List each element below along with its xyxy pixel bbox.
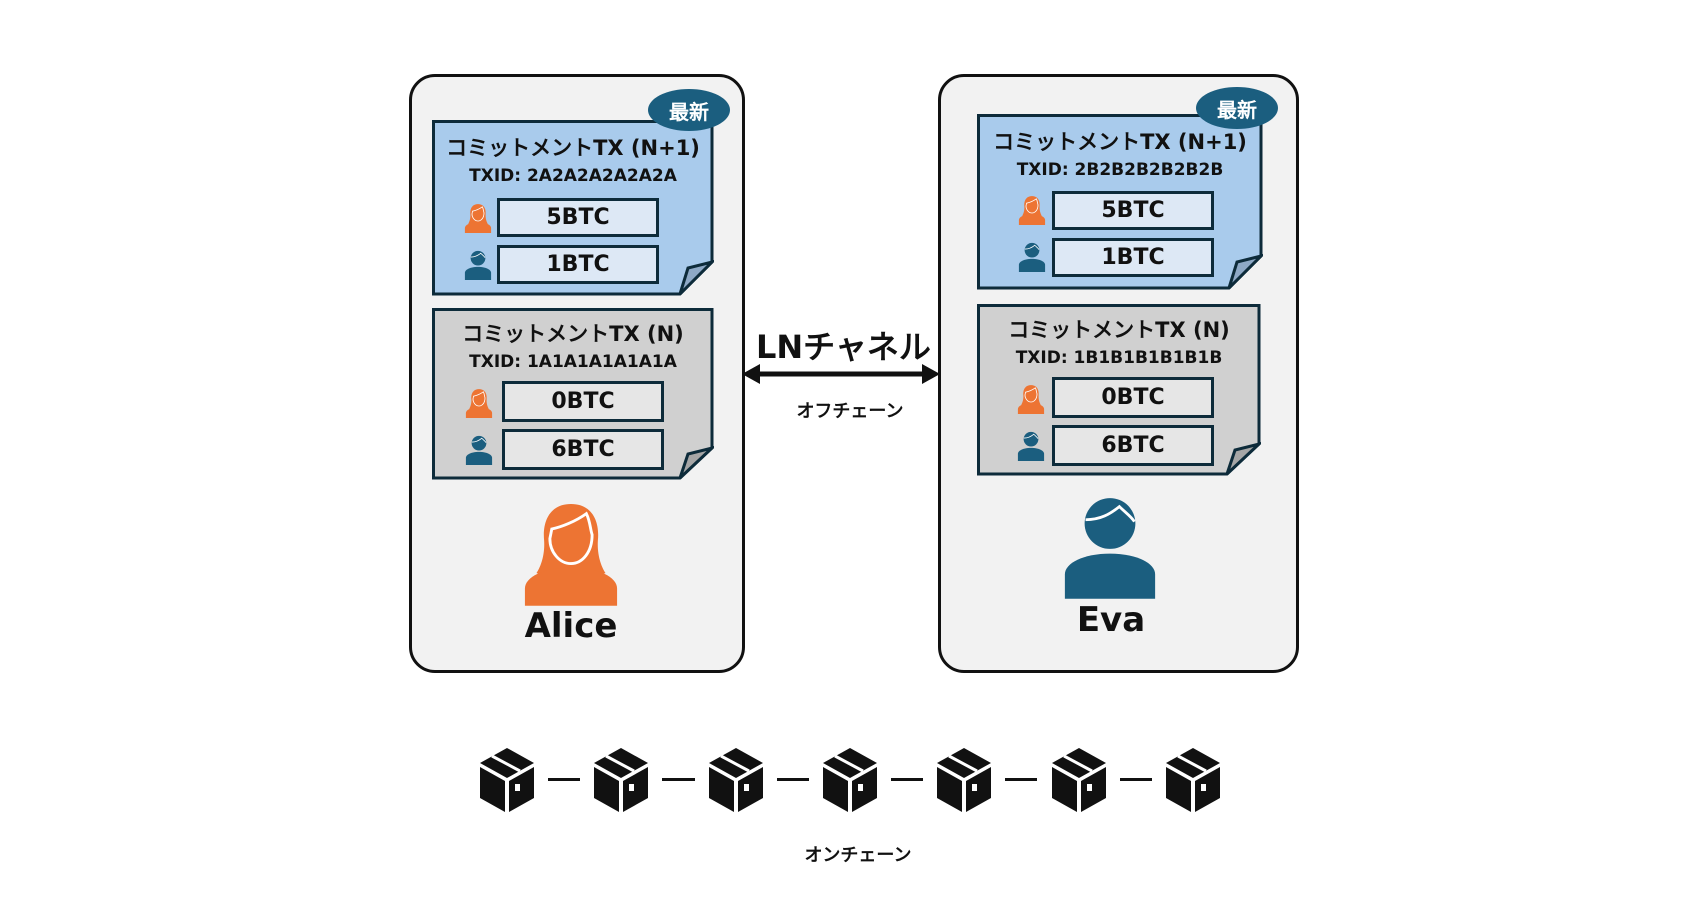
commitment-txid: TXID: 1A1A1A1A1A1A xyxy=(469,352,677,372)
female-user-icon xyxy=(464,203,492,233)
onchain-label: オンチェーン xyxy=(804,845,912,866)
latest-badge: 最新 xyxy=(1196,87,1278,129)
output-amount-alice: 5BTC xyxy=(497,198,659,237)
chain-link xyxy=(776,778,809,781)
bidirectional-arrow-icon xyxy=(742,364,940,384)
latest-badge: 最新 xyxy=(648,89,730,131)
male-user-icon xyxy=(1063,495,1157,599)
chain-link xyxy=(662,778,695,781)
male-user-icon xyxy=(465,435,493,465)
party-name-alice: Alice xyxy=(524,606,618,646)
alice-commitment-old[interactable]: コミットメントTX (N) TXID: 1A1A1A1A1A1A 0BTC 6B… xyxy=(432,308,714,480)
commitment-title: コミットメントTX (N+1) xyxy=(993,130,1247,154)
female-user-icon xyxy=(1017,384,1045,414)
female-user-icon xyxy=(523,499,619,607)
commitment-title: コミットメントTX (N+1) xyxy=(446,136,700,160)
commitment-txid: TXID: 2B2B2B2B2B2B xyxy=(1016,160,1224,180)
male-user-icon xyxy=(1018,242,1046,272)
commitment-title: コミットメントTX (N) xyxy=(462,322,684,346)
package-box-icon xyxy=(1166,748,1220,812)
package-box-icon xyxy=(937,748,991,812)
output-amount-alice: 0BTC xyxy=(1052,377,1214,418)
chain-link xyxy=(1119,778,1152,781)
output-amount-eva: 6BTC xyxy=(1052,425,1214,466)
package-box-icon xyxy=(709,748,763,812)
offchain-label: オフチェーン xyxy=(796,401,904,422)
alice-commitment-latest[interactable]: コミットメントTX (N+1) TXID: 2A2A2A2A2A2A 5BTC … xyxy=(432,120,714,296)
package-box-icon xyxy=(823,748,877,812)
package-box-icon xyxy=(480,748,534,812)
male-user-icon xyxy=(464,250,492,280)
commitment-txid: TXID: 2A2A2A2A2A2A xyxy=(469,166,677,186)
chain-link xyxy=(548,778,581,781)
output-amount-eva: 1BTC xyxy=(1052,238,1214,277)
eva-commitment-old[interactable]: コミットメントTX (N) TXID: 1B1B1B1B1B1B 0BTC 6B… xyxy=(977,304,1261,476)
eva-commitment-latest[interactable]: コミットメントTX (N+1) TXID: 2B2B2B2B2B2B 5BTC … xyxy=(977,114,1263,290)
output-amount-alice: 5BTC xyxy=(1052,191,1214,230)
party-name-eva: Eva xyxy=(1076,600,1146,640)
output-amount-eva: 6BTC xyxy=(502,429,664,470)
female-user-icon xyxy=(1018,195,1046,225)
output-amount-alice: 0BTC xyxy=(502,381,664,422)
commitment-txid: TXID: 1B1B1B1B1B1B xyxy=(1015,348,1223,368)
channel-title: LNチャネル xyxy=(756,328,931,366)
package-box-icon xyxy=(1052,748,1106,812)
commitment-title: コミットメントTX (N) xyxy=(1008,318,1230,342)
output-amount-eva: 1BTC xyxy=(497,245,659,284)
chain-link xyxy=(1005,778,1038,781)
female-user-icon xyxy=(465,388,493,418)
package-box-icon xyxy=(594,748,648,812)
male-user-icon xyxy=(1017,431,1045,461)
chain-link xyxy=(890,778,924,781)
